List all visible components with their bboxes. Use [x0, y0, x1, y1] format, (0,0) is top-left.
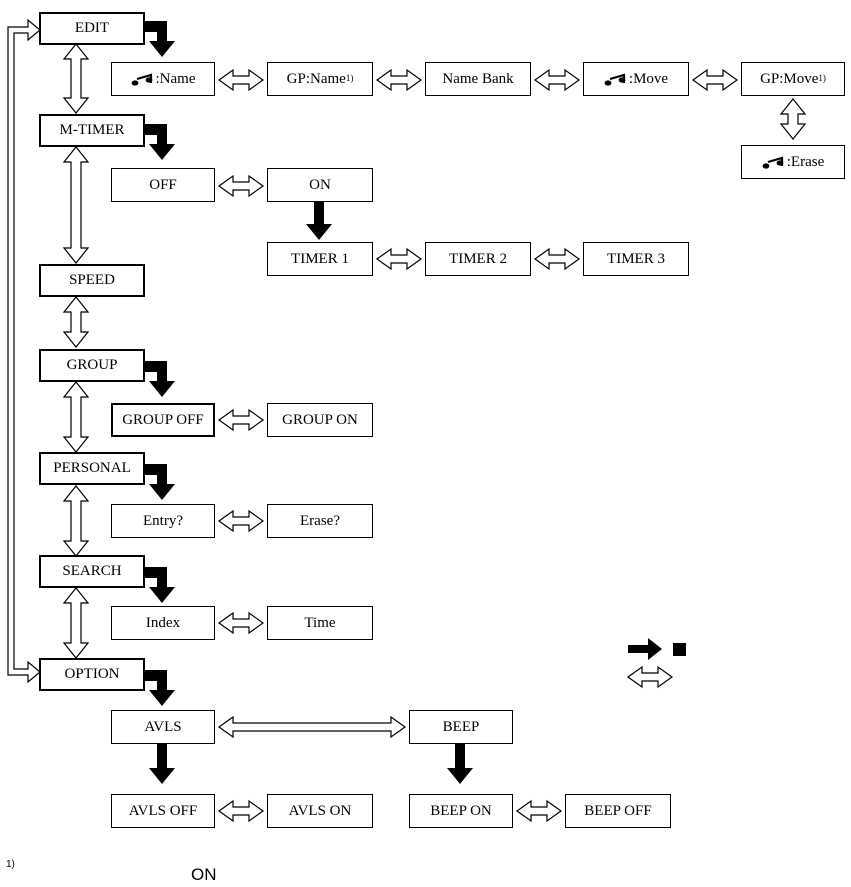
legend-double-arrow-icon — [626, 665, 674, 689]
menu-speed[interactable]: SPEED — [39, 264, 145, 297]
music-note-icon — [130, 73, 153, 87]
down-arrows — [149, 202, 473, 784]
personal-entry[interactable]: Entry? — [111, 504, 215, 538]
gp-move-erase-arrow — [779, 98, 807, 140]
mtimer-on[interactable]: ON — [267, 168, 373, 202]
menu-search[interactable]: SEARCH — [39, 555, 145, 588]
menu-edit[interactable]: EDIT — [39, 12, 145, 45]
search-index[interactable]: Index — [111, 606, 215, 640]
loop-arrow — [7, 18, 41, 684]
menu-m-timer[interactable]: M-TIMER — [39, 114, 145, 147]
legend-black-arrow-icon — [628, 638, 662, 660]
mtimer-off[interactable]: OFF — [111, 168, 215, 202]
footnote-text: ON — [191, 865, 217, 884]
mtimer-timer-1[interactable]: TIMER 1 — [267, 242, 373, 276]
edit-erase[interactable]: :Erase — [741, 145, 845, 179]
enter-arrows — [144, 21, 175, 706]
menu-personal[interactable]: PERSONAL — [39, 452, 145, 485]
menu-group[interactable]: GROUP — [39, 349, 145, 382]
option-avls-on[interactable]: AVLS ON — [267, 794, 373, 828]
group-on[interactable]: GROUP ON — [267, 403, 373, 437]
option-beep-on[interactable]: BEEP ON — [409, 794, 513, 828]
music-note-icon — [761, 156, 785, 170]
option-avls[interactable]: AVLS — [111, 710, 215, 744]
legend-black-square-icon — [673, 643, 686, 656]
mtimer-timer-2[interactable]: TIMER 2 — [425, 242, 531, 276]
music-note-icon — [603, 73, 627, 87]
edit-name-bank[interactable]: Name Bank — [425, 62, 531, 96]
footnote-marker: 1) — [6, 859, 15, 870]
menu-option[interactable]: OPTION — [39, 658, 145, 691]
option-avls-off[interactable]: AVLS OFF — [111, 794, 215, 828]
group-off[interactable]: GROUP OFF — [111, 403, 215, 437]
search-time[interactable]: Time — [267, 606, 373, 640]
option-beep[interactable]: BEEP — [409, 710, 513, 744]
horizontal-double-arrows — [217, 68, 739, 823]
option-beep-off[interactable]: BEEP OFF — [565, 794, 671, 828]
mtimer-timer-3[interactable]: TIMER 3 — [583, 242, 689, 276]
edit-name[interactable]: :Name — [111, 62, 215, 96]
edit-move[interactable]: :Move — [583, 62, 689, 96]
personal-erase[interactable]: Erase? — [267, 504, 373, 538]
menu-double-arrows — [62, 43, 90, 659]
